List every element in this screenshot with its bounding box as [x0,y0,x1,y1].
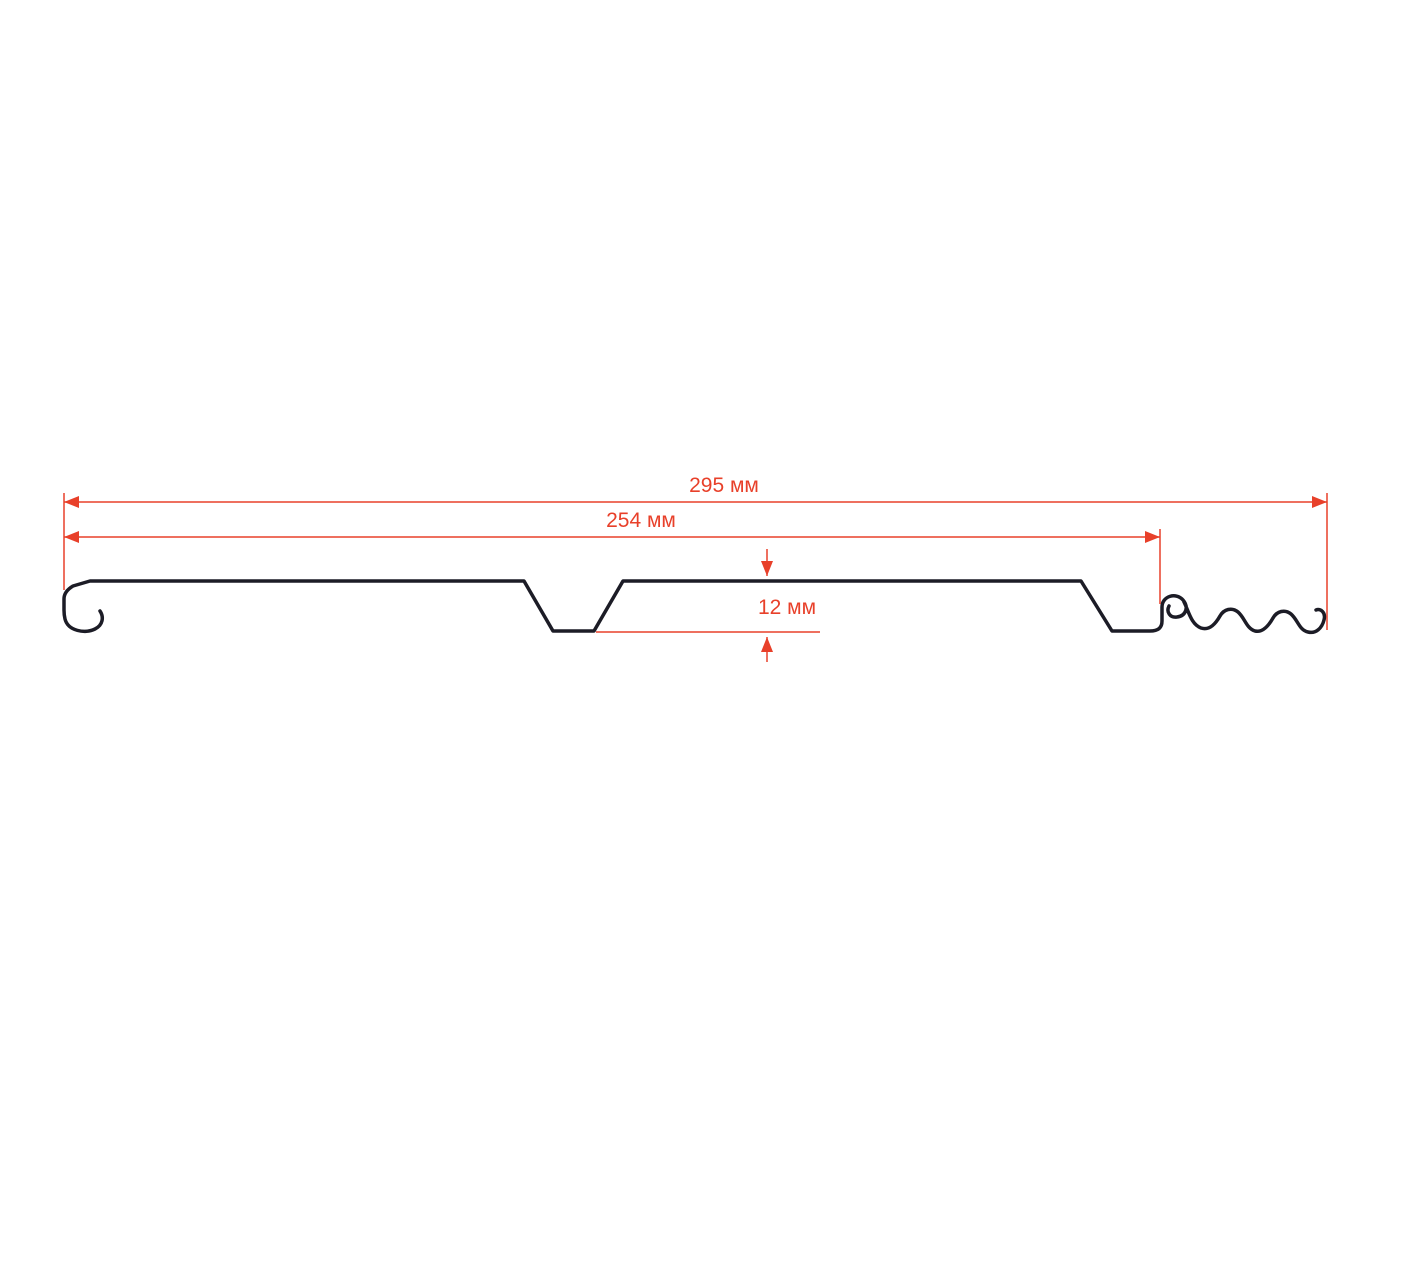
dimension-label-lock-width: 254 мм [606,509,676,532]
panel-profile-outline [62,579,1327,635]
dimension-label-total-width: 295 мм [689,474,759,497]
dimension-label-depth: 12 мм [758,596,816,619]
dimension-annotations: 295 мм 254 мм 12 мм [63,474,1328,662]
